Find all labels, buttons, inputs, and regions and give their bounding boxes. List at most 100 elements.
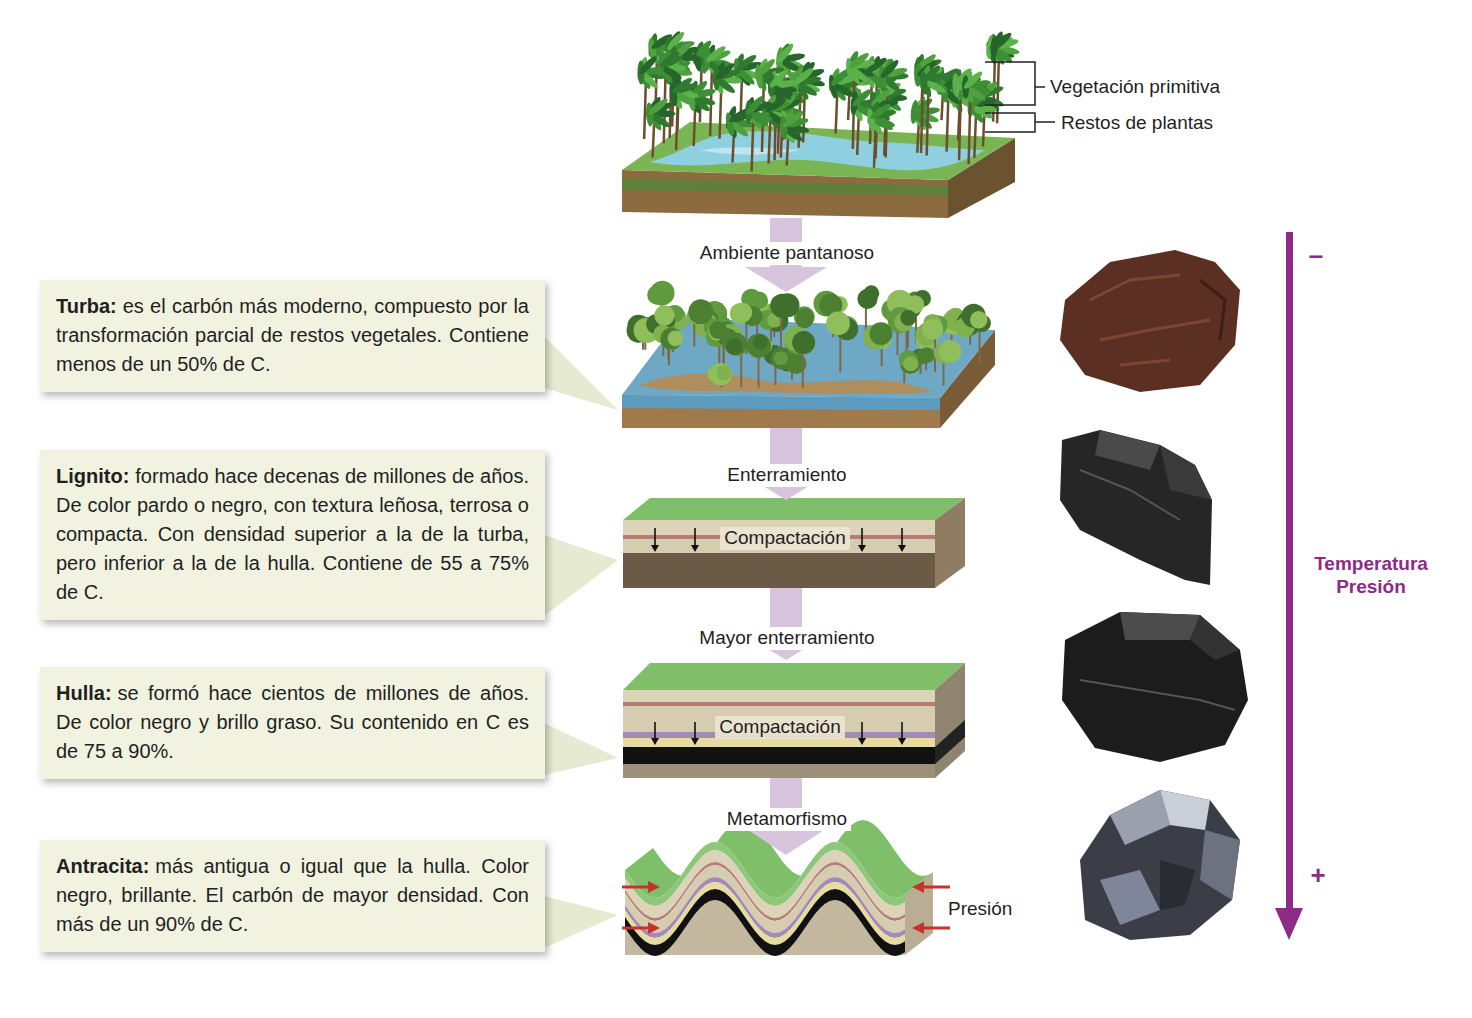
lignite-layers bbox=[623, 553, 935, 588]
stage-label: Ambiente pantanoso bbox=[696, 242, 878, 265]
process-label: Compactación bbox=[720, 527, 849, 550]
swamp-block bbox=[622, 318, 995, 428]
lignite-sample bbox=[1080, 470, 1180, 520]
tree-crown bbox=[688, 299, 713, 324]
lignite-callout: Lignito:formado hace decenas de millones… bbox=[40, 450, 545, 620]
tree-crown bbox=[792, 331, 815, 354]
tree-crown bbox=[709, 363, 732, 386]
tree-crown bbox=[724, 333, 747, 356]
anthracite-sample bbox=[1160, 860, 1195, 910]
pressure-arrowheads bbox=[912, 881, 924, 893]
tree-crown bbox=[939, 340, 962, 363]
coal-sample bbox=[1120, 612, 1200, 640]
pressure-arrowheads bbox=[648, 881, 924, 934]
bracket-lines bbox=[1035, 86, 1045, 88]
part-label: Vegetación primitiva bbox=[1050, 76, 1220, 99]
tree-crown bbox=[826, 312, 850, 336]
tree-crown bbox=[863, 285, 879, 301]
palm-frond bbox=[775, 42, 796, 65]
peat-sample bbox=[1200, 280, 1225, 340]
compaction-arrows bbox=[654, 722, 656, 740]
tree-crown bbox=[900, 310, 916, 326]
palm-frond bbox=[670, 76, 693, 96]
pressure-arrowheads bbox=[648, 922, 660, 934]
peat-callout: Turba:es el carbón más moderno, compuest… bbox=[40, 280, 545, 392]
palm-frond bbox=[744, 94, 765, 116]
tree-crown bbox=[733, 303, 752, 322]
scale-label: Temperatura Presión bbox=[1301, 553, 1441, 599]
coal-layers bbox=[623, 747, 935, 764]
palm-frond bbox=[879, 58, 901, 80]
callout-text: Hulla:se formó hace cientos de millones … bbox=[56, 679, 529, 766]
pressure-arrows bbox=[622, 927, 650, 930]
bracket-lines bbox=[985, 113, 1035, 132]
compaction-arrows bbox=[901, 722, 903, 740]
tree-crown bbox=[668, 331, 684, 347]
callout-body: se formó hace cientos de millones de año… bbox=[56, 682, 529, 762]
pressure-arrows bbox=[922, 927, 950, 930]
lignite-sample bbox=[1160, 445, 1212, 500]
coal-layers bbox=[623, 738, 935, 747]
fold-side bbox=[905, 872, 933, 955]
pressure-arrows bbox=[622, 886, 650, 889]
compaction-arrows bbox=[901, 528, 903, 547]
coal-sample bbox=[1080, 680, 1235, 710]
coal-layers bbox=[623, 663, 965, 778]
scale-plus: + bbox=[1310, 860, 1325, 891]
tree-crown bbox=[747, 333, 771, 357]
forest-block bbox=[622, 122, 1015, 180]
tree-crown bbox=[726, 338, 743, 355]
anthracite-sample bbox=[1080, 790, 1240, 940]
callout-text: Lignito:formado hace decenas de millones… bbox=[56, 462, 529, 607]
lignite-layers bbox=[623, 498, 965, 520]
compaction-arrowheads bbox=[858, 738, 866, 745]
coal-sample bbox=[1062, 612, 1248, 762]
bracket-lines bbox=[1035, 121, 1055, 123]
palm-frond bbox=[646, 97, 669, 118]
palm-frond bbox=[991, 31, 1014, 52]
peat-sample bbox=[1060, 250, 1240, 392]
tree-crown bbox=[775, 293, 799, 317]
callout-tail bbox=[544, 535, 618, 616]
palm-frond bbox=[962, 69, 984, 91]
coal-layers bbox=[623, 690, 935, 702]
bracket-lines bbox=[985, 62, 1055, 132]
callout-heading: Turba: bbox=[56, 295, 117, 317]
anthracite-sample bbox=[1100, 870, 1160, 925]
coal-sample bbox=[1062, 612, 1248, 762]
compaction-arrowheads bbox=[898, 738, 906, 745]
pressure-arrowheads bbox=[648, 881, 660, 893]
callout-body: es el carbón más moderno, compuesto por … bbox=[56, 295, 529, 375]
compaction-arrows bbox=[694, 722, 696, 740]
palm-frond bbox=[779, 115, 788, 140]
scale-arrow bbox=[1286, 232, 1293, 912]
palm-frond bbox=[637, 54, 659, 76]
compaction-arrowheads bbox=[691, 545, 699, 552]
part-label: Restos de plantas bbox=[1061, 112, 1213, 135]
pressure-label: Presión bbox=[948, 898, 1012, 921]
tree-crown bbox=[870, 322, 893, 345]
palm-frond bbox=[658, 50, 681, 70]
tree-crown bbox=[796, 311, 814, 329]
lignite-sample bbox=[1060, 430, 1212, 585]
peat-sample bbox=[1060, 250, 1240, 392]
fold-band bbox=[625, 882, 905, 945]
palm-frond bbox=[768, 68, 790, 90]
tree-crown bbox=[922, 319, 943, 340]
stage-label: Mayor enterramiento bbox=[695, 627, 878, 650]
palm-frond bbox=[920, 63, 942, 85]
palm-frond bbox=[713, 61, 736, 82]
palm-frond bbox=[869, 102, 893, 121]
coal-layers bbox=[623, 663, 965, 690]
forest-block bbox=[700, 147, 800, 154]
anthracite-sample bbox=[1160, 790, 1210, 830]
lignite-sample bbox=[1060, 430, 1212, 585]
scale-arrow bbox=[1275, 908, 1303, 940]
callout-tail bbox=[544, 723, 618, 775]
scale-minus: – bbox=[1309, 240, 1323, 271]
compaction-arrows bbox=[694, 528, 696, 547]
anthracite-sample bbox=[1200, 830, 1240, 900]
compaction-arrowheads bbox=[691, 738, 699, 745]
pressure-arrows bbox=[622, 887, 950, 928]
tree-crown bbox=[774, 351, 788, 365]
